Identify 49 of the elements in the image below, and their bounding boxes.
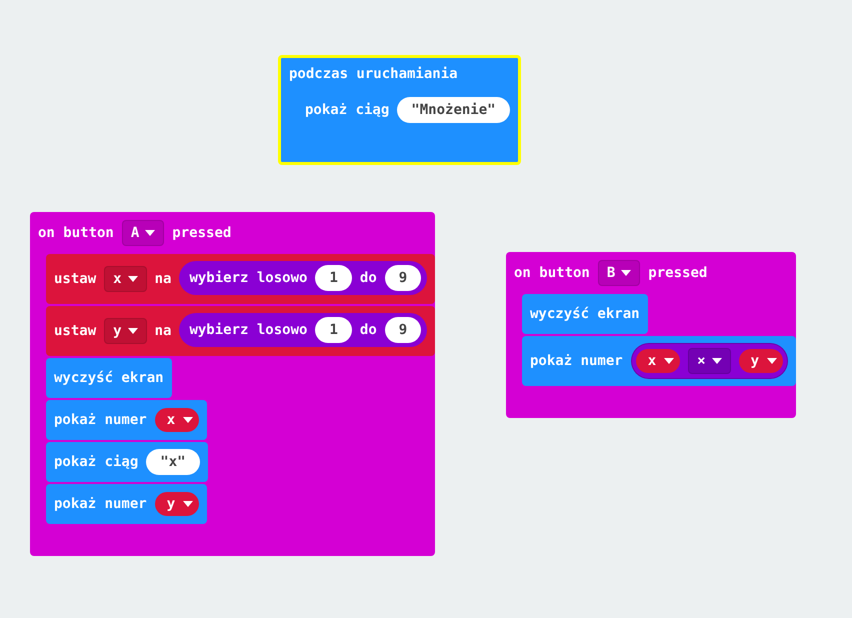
- block-label: podczas uruchamiania: [289, 66, 458, 82]
- multiplication-block: [630, 343, 788, 379]
- event-block: [506, 252, 796, 418]
- block-label: do: [360, 270, 377, 286]
- statement-block: [46, 400, 208, 440]
- dropdown: y: [104, 318, 147, 344]
- block-label: wybierz losowo: [189, 322, 308, 338]
- set-variable-block: [46, 306, 436, 356]
- block-label: wyczyść ekran: [54, 370, 164, 386]
- block-label: wybierz losowo: [189, 270, 308, 286]
- statement-block: [46, 442, 208, 482]
- variable-dropdown: y: [154, 492, 200, 516]
- block-label: na: [154, 323, 172, 339]
- text-value: "x": [146, 449, 200, 475]
- variable-dropdown: x: [636, 349, 680, 373]
- number-value: 1: [315, 265, 352, 291]
- block-label: ustaw: [54, 323, 96, 339]
- block-label: pokaż numer: [530, 353, 623, 369]
- random-number-block: [179, 261, 428, 295]
- number-value: 9: [384, 317, 422, 343]
- block-label: ustaw: [54, 271, 96, 287]
- dropdown: ×: [688, 348, 731, 374]
- event-block: [30, 212, 436, 556]
- set-variable-block: [46, 254, 436, 304]
- event-block: [278, 55, 521, 165]
- number-value: 9: [384, 265, 422, 291]
- block-label: wyczyść ekran: [530, 306, 640, 322]
- text-value: "Mnożenie": [397, 97, 510, 123]
- statement-block: [46, 484, 208, 524]
- block-label: pokaż numer: [54, 412, 147, 428]
- variable-dropdown: y: [738, 349, 784, 373]
- block-label: pokaż numer: [54, 496, 147, 512]
- statement-block: [522, 294, 648, 334]
- statement-block: [46, 358, 172, 398]
- random-number-block: [179, 313, 428, 347]
- block-label: on button: [514, 265, 590, 281]
- dropdown: B: [598, 260, 640, 286]
- block-label: pokaż ciąg: [305, 102, 390, 118]
- block-label: pressed: [172, 225, 232, 241]
- dropdown: x: [104, 266, 147, 292]
- number-value: 1: [315, 317, 352, 343]
- block-label: pokaż ciąg: [54, 454, 138, 470]
- variable-dropdown: x: [154, 408, 200, 432]
- dropdown: A: [122, 220, 164, 246]
- block-label: on button: [38, 225, 114, 241]
- block-label: pressed: [648, 265, 708, 281]
- statement-block: [522, 336, 796, 386]
- block-label: na: [154, 271, 172, 287]
- block-label: do: [360, 322, 377, 338]
